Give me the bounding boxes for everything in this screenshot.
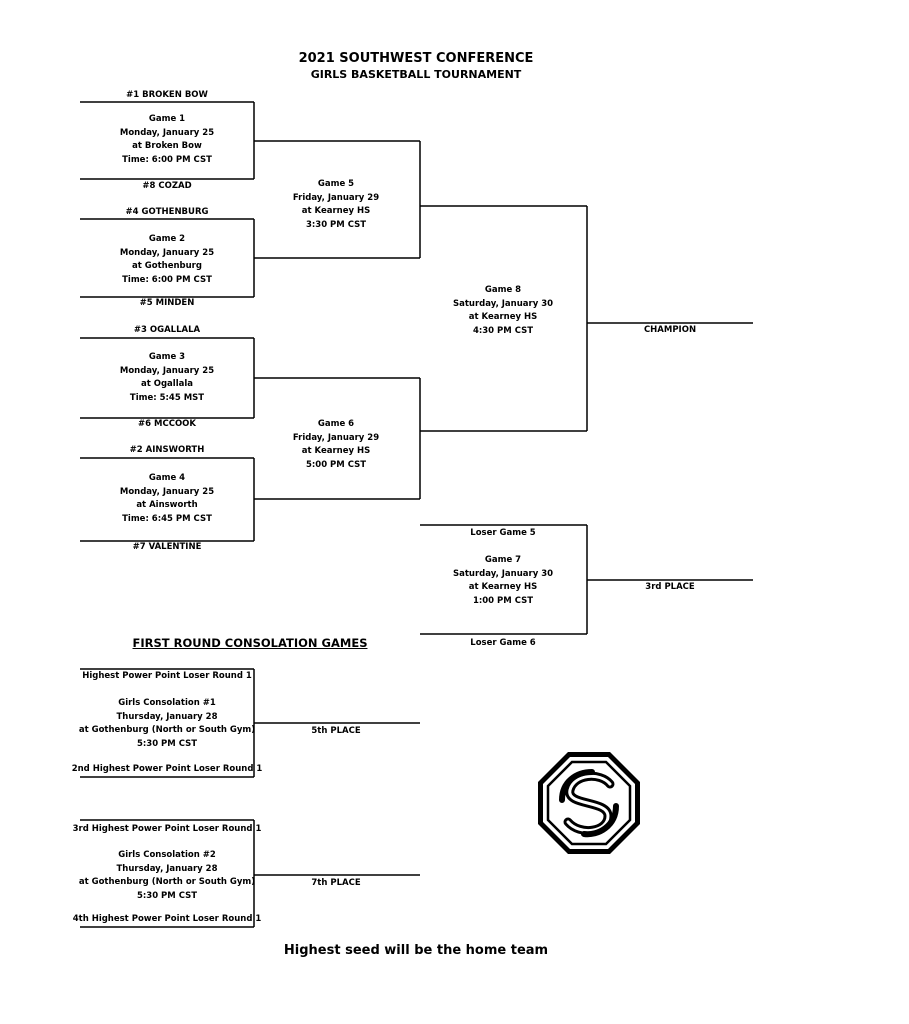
game-4-info: Game 4 Monday, January 25 at Ainsworth T… — [120, 472, 214, 526]
team-seed-6: #6 MCCOOK — [138, 419, 196, 429]
game-8-label: Game 8 — [484, 285, 522, 295]
game-2-venue: at Gothenburg — [132, 261, 202, 271]
game-5-venue: at Kearney HS — [301, 206, 371, 216]
team-seed-1: #1 BROKEN BOW — [126, 90, 208, 100]
game-8-info: Game 8 Saturday, January 30 at Kearney H… — [453, 284, 553, 338]
game-3-label: Game 3 — [148, 352, 186, 362]
game-1-info: Game 1 Monday, January 25 at Broken Bow … — [120, 113, 214, 167]
game-6-label: Game 6 — [317, 419, 355, 429]
consolation-2-time: 5:30 PM CST — [136, 890, 198, 901]
consolation-2-top-team: 3rd Highest Power Point Loser Round 1 — [72, 824, 262, 834]
game-5-info: Game 5 Friday, January 29 at Kearney HS … — [293, 178, 379, 232]
consolation-1-time: 5:30 PM CST — [136, 738, 198, 749]
page-title: 2021 SOUTHWEST CONFERENCE — [298, 51, 534, 66]
team-seed-8: #8 COZAD — [142, 181, 192, 191]
game-5-date: Friday, January 29 — [292, 192, 380, 203]
page-subtitle: GIRLS BASKETBALL TOURNAMENT — [310, 68, 522, 81]
game-4-label: Game 4 — [148, 473, 186, 483]
consolation-1-venue: at Gothenburg (North or South Gym) — [78, 725, 256, 735]
game-8-venue: at Kearney HS — [468, 312, 538, 322]
conference-logo-icon — [538, 752, 640, 854]
team-seed-2: #2 AINSWORTH — [129, 445, 205, 455]
consolation-2-label: Girls Consolation #2 — [118, 850, 216, 860]
game-5-label: Game 5 — [317, 179, 355, 189]
game-6-venue: at Kearney HS — [301, 446, 371, 456]
game-2-date: Monday, January 25 — [119, 247, 215, 258]
game-8-date: Saturday, January 30 — [452, 298, 554, 309]
game-6-date: Friday, January 29 — [292, 432, 380, 443]
game-2-time: Time: 6:00 PM CST — [122, 274, 212, 285]
consolation-2-venue: at Gothenburg (North or South Gym) — [78, 877, 256, 887]
consolation-1-top-team: Highest Power Point Loser Round 1 — [82, 671, 252, 681]
consolation-1-bottom-team: 2nd Highest Power Point Loser Round 1 — [71, 764, 263, 774]
consolation-heading: FIRST ROUND CONSOLATION GAMES — [132, 636, 368, 650]
loser-game-6-label: Loser Game 6 — [470, 638, 536, 648]
team-seed-3: #3 OGALLALA — [133, 325, 201, 335]
game-1-label: Game 1 — [148, 114, 186, 124]
game-8-time: 4:30 PM CST — [472, 325, 534, 336]
game-7-time: 1:00 PM CST — [472, 595, 534, 606]
game-6-info: Game 6 Friday, January 29 at Kearney HS … — [293, 418, 379, 472]
game-4-date: Monday, January 25 — [119, 486, 215, 497]
champion-label: CHAMPION — [643, 325, 697, 335]
third-place-label: 3rd PLACE — [645, 582, 695, 592]
game-7-info: Game 7 Saturday, January 30 at Kearney H… — [453, 554, 553, 608]
game-4-venue: at Ainsworth — [136, 500, 198, 510]
game-3-date: Monday, January 25 — [119, 365, 215, 376]
game-2-label: Game 2 — [148, 234, 186, 244]
game-2-info: Game 2 Monday, January 25 at Gothenburg … — [120, 233, 214, 287]
consolation-1-label: Girls Consolation #1 — [118, 698, 216, 708]
game-4-time: Time: 6:45 PM CST — [122, 513, 212, 524]
seventh-place-label: 7th PLACE — [311, 878, 361, 888]
game-3-time: Time: 5:45 MST — [129, 392, 205, 403]
team-seed-7: #7 VALENTINE — [132, 542, 202, 552]
game-3-info: Game 3 Monday, January 25 at Ogallala Ti… — [120, 351, 214, 405]
game-1-venue: at Broken Bow — [132, 141, 202, 151]
consolation-2-bottom-team: 4th Highest Power Point Loser Round 1 — [72, 914, 262, 924]
team-seed-4: #4 GOTHENBURG — [125, 207, 209, 217]
game-7-venue: at Kearney HS — [468, 582, 538, 592]
game-6-time: 5:00 PM CST — [305, 459, 367, 470]
game-7-date: Saturday, January 30 — [452, 568, 554, 579]
game-5-time: 3:30 PM CST — [305, 219, 367, 230]
consolation-2-info: Girls Consolation #2 Thursday, January 2… — [79, 849, 255, 903]
home-team-note: Highest seed will be the home team — [283, 943, 549, 958]
consolation-2-date: Thursday, January 28 — [116, 863, 218, 874]
game-1-date: Monday, January 25 — [119, 127, 215, 138]
consolation-1-date: Thursday, January 28 — [116, 711, 218, 722]
game-1-time: Time: 6:00 PM CST — [122, 154, 212, 165]
team-seed-5: #5 MINDEN — [139, 298, 195, 308]
loser-game-5-label: Loser Game 5 — [470, 528, 536, 538]
game-3-venue: at Ogallala — [140, 379, 194, 389]
fifth-place-label: 5th PLACE — [311, 726, 361, 736]
game-7-label: Game 7 — [484, 555, 522, 565]
consolation-1-info: Girls Consolation #1 Thursday, January 2… — [79, 697, 255, 751]
